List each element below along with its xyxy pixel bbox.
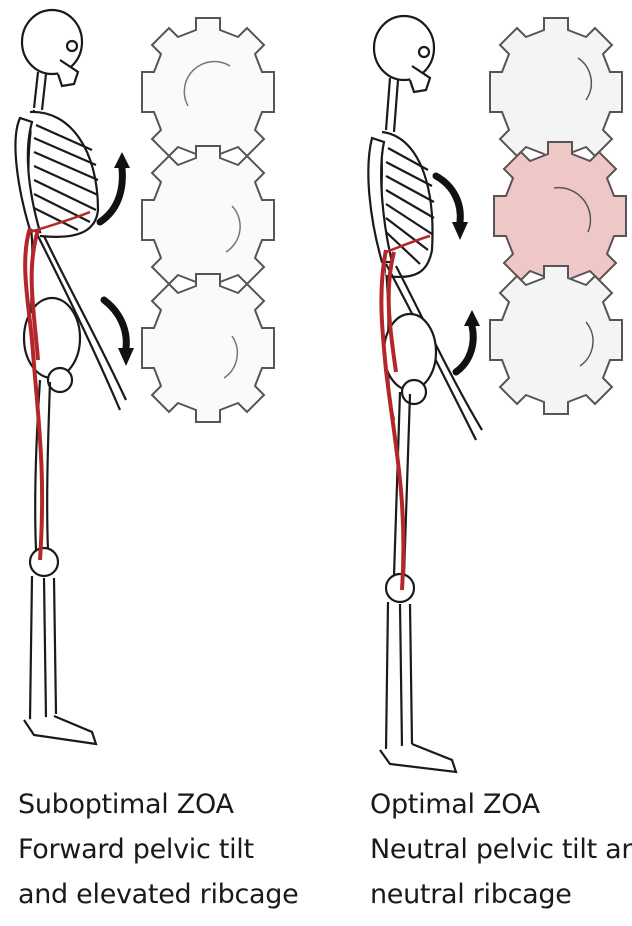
curved-arrow-up xyxy=(100,152,130,222)
skeleton-side-view xyxy=(368,16,482,772)
caption-line: Suboptimal ZOA xyxy=(18,782,298,827)
curved-arrow-up xyxy=(456,310,480,372)
caption-optimal: Optimal ZOA Neutral pelvic tilt and neut… xyxy=(370,782,632,917)
suboptimal-illustration xyxy=(0,0,316,780)
curved-arrow-down xyxy=(436,176,468,240)
gear-stack xyxy=(142,18,274,422)
skeleton-side-view xyxy=(15,10,126,744)
optimal-illustration xyxy=(316,0,632,780)
gear-stack xyxy=(490,18,626,414)
caption-suboptimal: Suboptimal ZOA Forward pelvic tilt and e… xyxy=(18,782,298,917)
panel-optimal: Optimal ZOA Neutral pelvic tilt and neut… xyxy=(316,0,632,926)
curved-arrow-down xyxy=(104,300,134,366)
caption-line: Neutral pelvic tilt and xyxy=(370,827,632,872)
caption-line: and elevated ribcage xyxy=(18,872,298,917)
caption-line: Optimal ZOA xyxy=(370,782,632,827)
panel-suboptimal: Suboptimal ZOA Forward pelvic tilt and e… xyxy=(0,0,316,926)
caption-line: neutral ribcage xyxy=(370,872,632,917)
caption-line: Forward pelvic tilt xyxy=(18,827,298,872)
